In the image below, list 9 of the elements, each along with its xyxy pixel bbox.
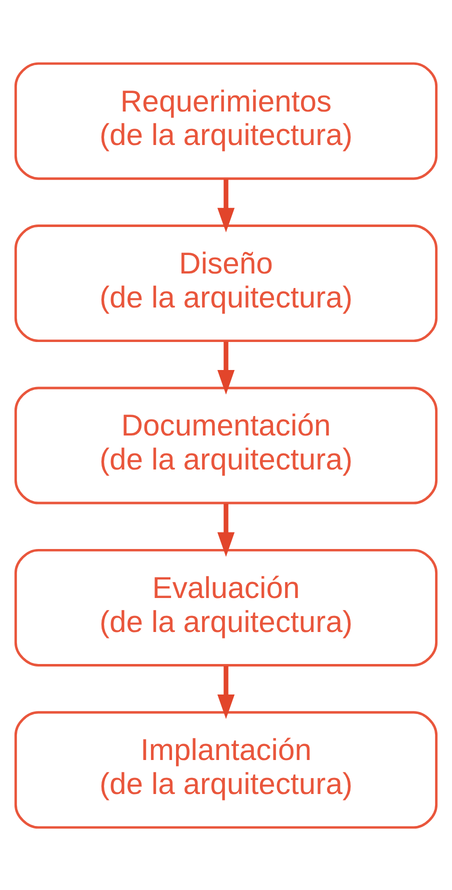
node-box: Documentación (de la arquitectura) (14, 386, 438, 504)
arrow (217, 178, 235, 232)
node-box: Requerimientos (de la arquitectura) (14, 62, 438, 180)
arrow (217, 340, 235, 394)
arrow (217, 503, 235, 556)
node-box: Implantación (de la arquitectura) (14, 710, 438, 828)
arrow (217, 665, 235, 719)
node-box: Evaluación (de la arquitectura) (14, 548, 438, 666)
node-box: Diseño (de la arquitectura) (14, 224, 438, 342)
